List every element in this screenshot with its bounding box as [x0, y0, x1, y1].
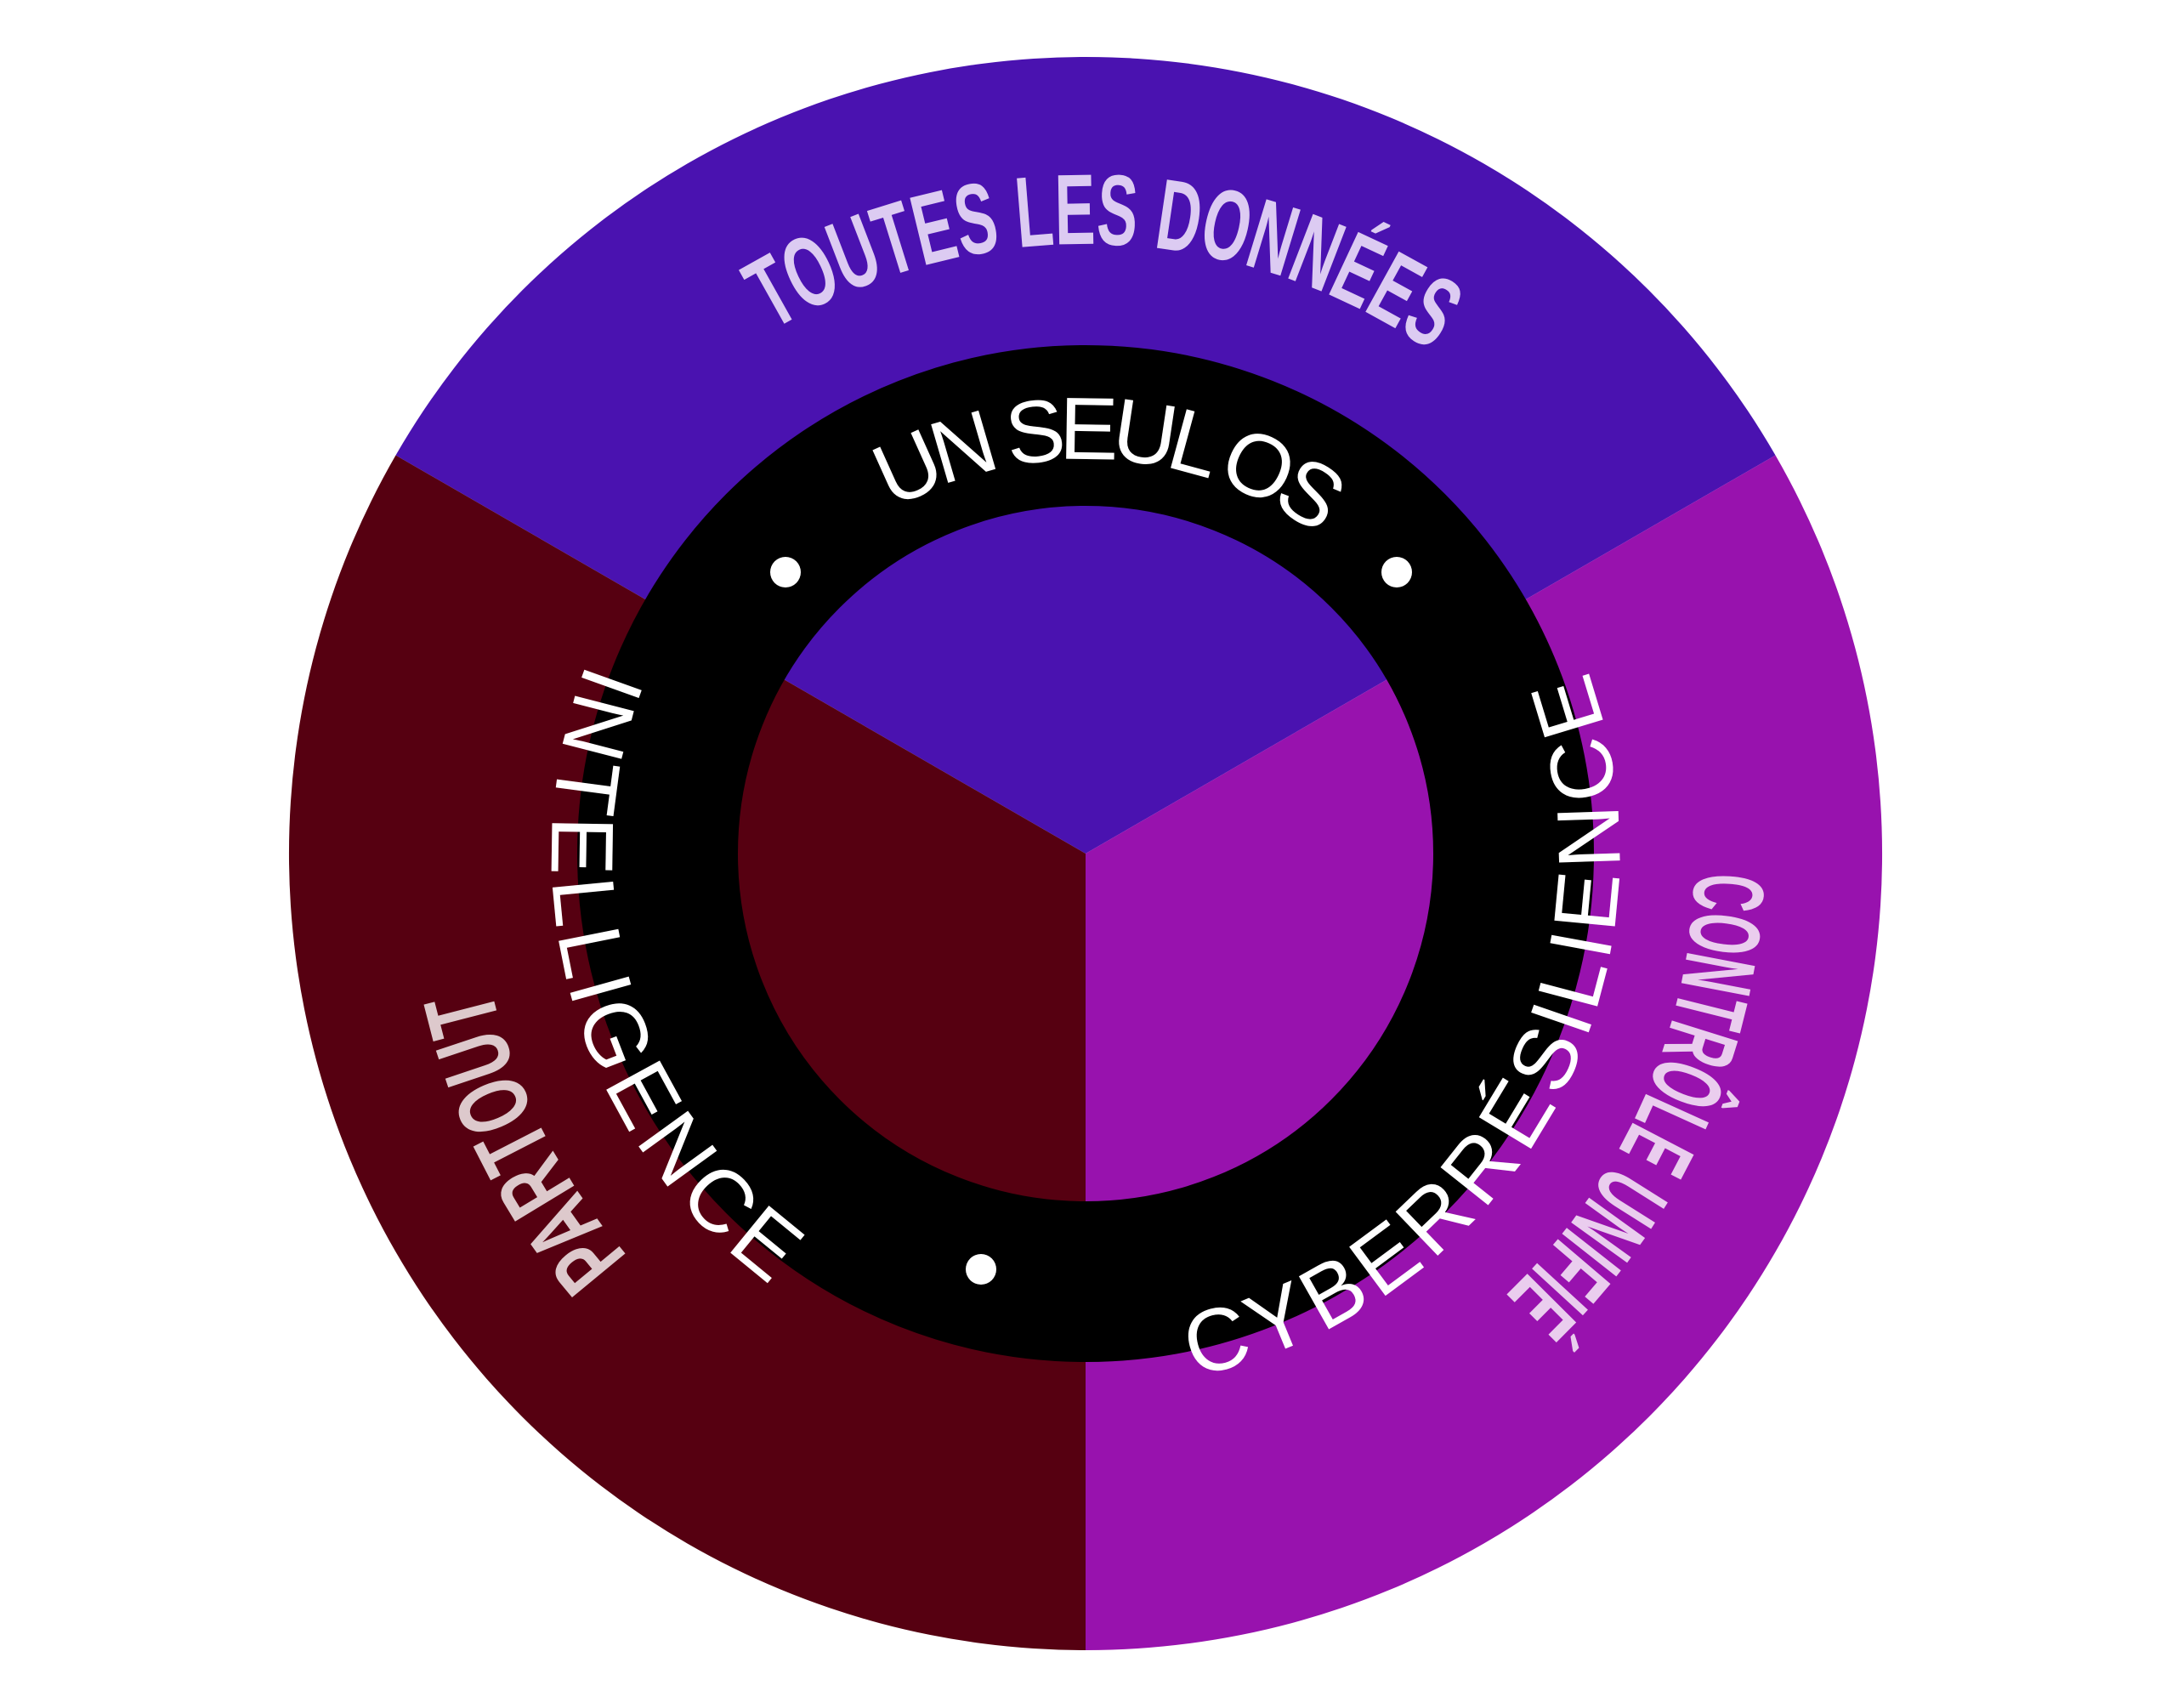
center-ring	[577, 345, 1594, 1362]
ring-separator-dot	[770, 557, 801, 587]
ring-separator-dot	[966, 1254, 996, 1285]
ring-separator-dot	[1381, 557, 1412, 587]
